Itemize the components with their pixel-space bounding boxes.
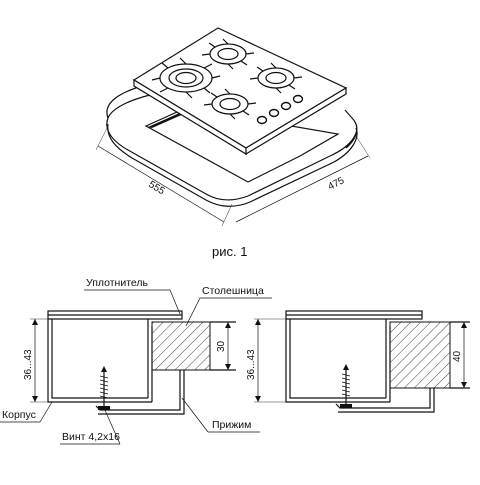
hob-body — [47, 319, 153, 403]
label-body: Корпус — [2, 409, 36, 421]
cutout-shadow — [148, 111, 186, 128]
screw-icon — [98, 366, 110, 410]
right-dimension-height: 36...43 — [246, 349, 257, 380]
countertop-section-right — [389, 321, 451, 389]
clamp-right — [335, 388, 435, 413]
label-seal: Уплотнитель — [86, 277, 149, 289]
countertop-section — [151, 321, 211, 371]
dimension-depth-value: 555 — [146, 179, 166, 197]
left-dimension-thickness: 30 — [216, 340, 227, 352]
label-countertop: Столешница — [202, 285, 264, 297]
gas-burner-icon — [203, 88, 257, 120]
label-clamp: Прижим — [212, 419, 251, 431]
label-screw: Винт 4,2x16 — [62, 431, 120, 443]
isometric-view: 555 475 — [95, 27, 371, 227]
hob-right-edge — [245, 86, 347, 156]
left-dimension-height: 36...43 — [23, 349, 34, 380]
screw-icon — [340, 364, 352, 408]
gas-burner-icon — [249, 62, 303, 94]
control-knob-icon — [256, 94, 304, 125]
dimension-width-value: 475 — [326, 175, 346, 193]
right-section-view: 36...43 40 — [246, 310, 470, 413]
hob-body-right — [285, 319, 391, 403]
right-dimension-thickness: 40 — [452, 350, 463, 362]
countertop-outline-lower — [107, 123, 358, 207]
gas-burner-icon — [201, 38, 255, 70]
gas-burner-icon — [151, 57, 221, 99]
figure-caption: рис. 1 — [212, 244, 247, 259]
left-section-view: 36...43 30 Уплотнитель Столешница Корпус… — [0, 277, 272, 445]
